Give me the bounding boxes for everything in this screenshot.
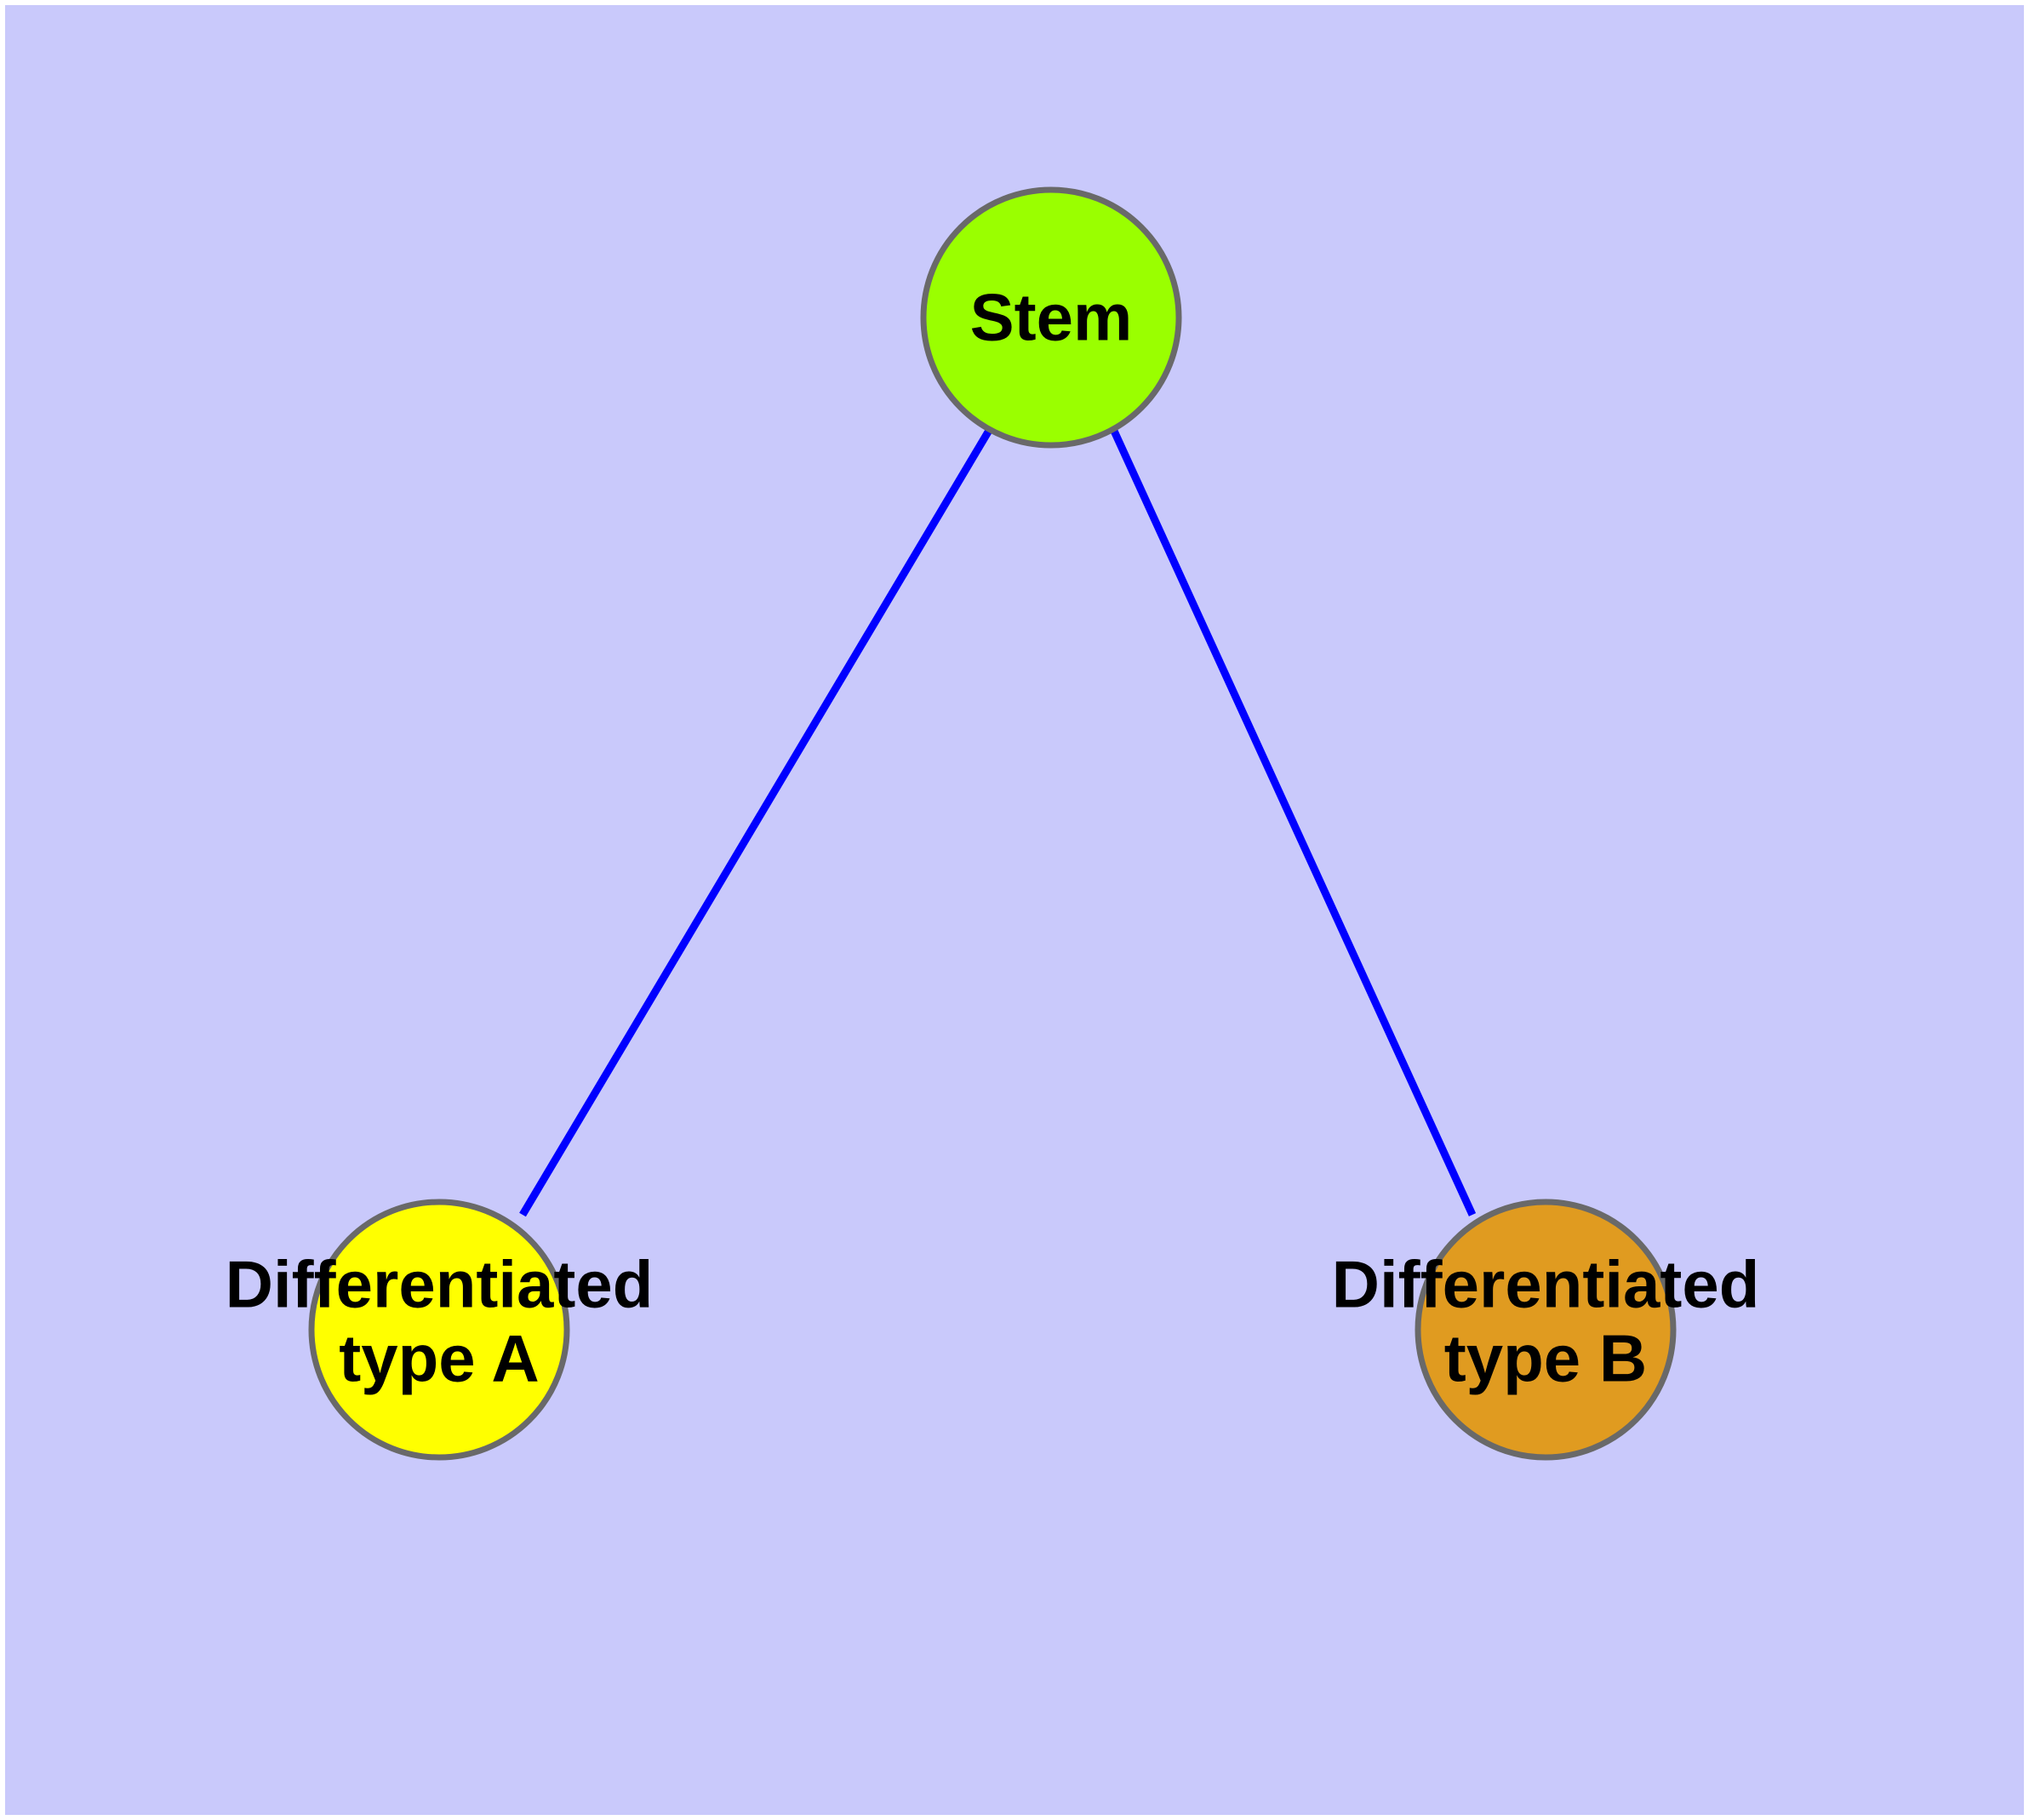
graph-node-stem[interactable] bbox=[920, 186, 1182, 449]
graph-node-diff_b[interactable] bbox=[1415, 1199, 1677, 1461]
edge-layer bbox=[519, 426, 1477, 1217]
graph-edge-stem-diff_b[interactable] bbox=[1109, 427, 1477, 1216]
graph-edge-stem-diff_a[interactable] bbox=[519, 426, 993, 1217]
node-layer bbox=[308, 186, 1677, 1461]
graph-node-diff_a[interactable] bbox=[308, 1199, 570, 1461]
